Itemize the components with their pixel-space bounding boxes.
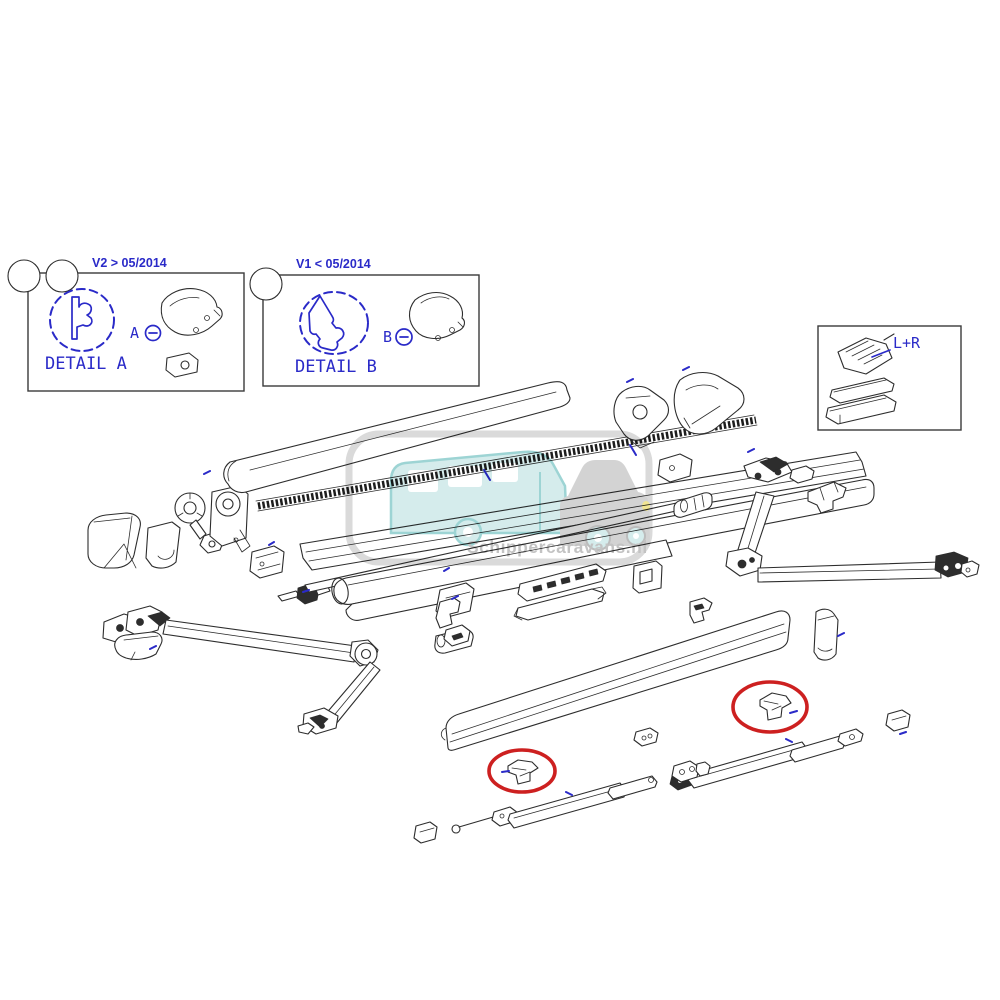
watermark-text: Schippercaravans.nl [467, 537, 648, 557]
part-a-block [165, 352, 199, 378]
part-b-label: B [383, 328, 392, 346]
end-cap-assemblies [613, 371, 745, 518]
detail-box-b: V1 < 05/2014 DETAIL B B [249, 257, 480, 387]
part-a-cover [160, 288, 223, 336]
detail-a-label: DETAIL A [45, 354, 127, 374]
bottom-small-parts [413, 597, 911, 844]
callout-balloon [249, 267, 283, 301]
side-bracket-box: L+R [817, 325, 962, 431]
spindle-pin [277, 590, 301, 602]
crank-shaft [189, 519, 207, 540]
small-clip [689, 597, 713, 624]
watermark-border [345, 430, 653, 566]
gear-end-cap-cluster [87, 485, 331, 605]
highlighted-clip-left [507, 759, 539, 785]
lr-bar-1 [829, 377, 895, 404]
detail-box-a: V2 > 05/2014 DETAIL A A [7, 256, 245, 392]
detail-a-hook-profile [71, 296, 93, 340]
highlight-ellipse-left [487, 748, 557, 794]
highlight-ellipse-right [731, 680, 809, 734]
detail-a-version-label: V2 > 05/2014 [92, 256, 167, 270]
support-arm-left [102, 605, 381, 735]
highlighted-clip-right [759, 692, 792, 721]
detail-b-dashed-circle [299, 291, 369, 355]
blue-tick-marks [149, 366, 907, 796]
lr-bracket [837, 337, 893, 375]
support-arm-right [725, 456, 980, 583]
lr-label: L+R [893, 334, 921, 352]
part-b-cover [408, 291, 465, 340]
callout-balloon [45, 259, 79, 293]
detail-b-hook-profile [308, 295, 345, 351]
mounting-bracket-left [249, 545, 285, 579]
middle-small-parts [434, 560, 839, 661]
awning-assembly [87, 366, 980, 844]
watermark: Schippercaravans.nl [345, 430, 653, 566]
arm-cap [114, 631, 163, 660]
detail-b-label: DETAIL B [295, 357, 377, 377]
end-cap-small-right [813, 608, 839, 661]
detail-b-version-label: V1 < 05/2014 [296, 257, 371, 271]
cap-bracket [145, 521, 181, 569]
part-a-label: A [130, 324, 139, 342]
rafter-left [451, 775, 658, 834]
rafter-right [669, 728, 864, 791]
end-cover-left [87, 512, 141, 569]
arm-sleeve [807, 481, 847, 514]
watermark-car [560, 460, 650, 546]
lr-bar-2 [825, 394, 897, 425]
square-frame-bracket [632, 560, 663, 594]
callout-balloon [7, 259, 41, 293]
lead-rail [440, 610, 791, 751]
watermark-headlight [642, 501, 650, 511]
detail-a-dashed-circle [49, 288, 115, 352]
